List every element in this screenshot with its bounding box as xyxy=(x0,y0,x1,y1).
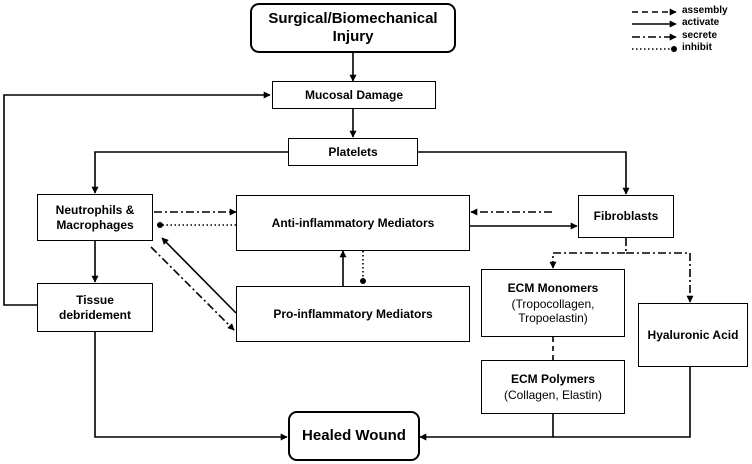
edge-platelets-neutrophils xyxy=(91,151,288,194)
edge-hyaluronic-healed xyxy=(553,367,691,438)
node-anti-inflammatory-title: Anti-inflammatory Mediators xyxy=(271,215,435,230)
edge-fibroblasts-ecm-mono xyxy=(549,238,627,269)
edge-tissue-mucosal xyxy=(3,91,271,306)
node-pro-inflammatory-title: Pro-inflammatory Mediators xyxy=(273,306,433,321)
node-fibroblasts-title: Fibroblasts xyxy=(593,209,659,224)
node-neutrophils-title: Neutrophils & Macrophages xyxy=(55,203,135,232)
edge-pro-neutrophils xyxy=(161,237,237,314)
legend-label-inhibit: inhibit xyxy=(682,42,712,53)
edge-ecm-poly-healed xyxy=(419,414,554,441)
node-hyaluronic-title: Hyaluronic Acid xyxy=(647,327,739,342)
node-pro-inflammatory: Pro-inflammatory Mediators xyxy=(236,286,470,342)
node-ecm-monomers-title: ECM Monomers xyxy=(507,280,599,295)
edge-fibroblasts-hyaluronic xyxy=(626,252,694,303)
node-fibroblasts: Fibroblasts xyxy=(578,195,674,238)
node-tissue-title: Tissue debridement xyxy=(58,293,131,322)
node-healed-title: Healed Wound xyxy=(302,427,406,444)
node-injury: Surgical/Biomechanical Injury xyxy=(250,3,456,53)
node-mucosal-damage: Mucosal Damage xyxy=(272,81,436,109)
edge-neutrophils-pro xyxy=(150,246,235,331)
node-ecm-polymers-title: ECM Polymers xyxy=(510,371,596,386)
legend-label-assembly: assembly xyxy=(682,5,728,16)
legend-label-secrete: secrete xyxy=(682,30,718,41)
node-injury-title: Surgical/Biomechanical Injury xyxy=(268,10,438,45)
legend xyxy=(632,8,677,52)
node-anti-inflammatory: Anti-inflammatory Mediators xyxy=(236,195,470,251)
node-platelets: Platelets xyxy=(288,138,418,166)
node-ecm-monomers-subtitle: (Tropocollagen, Tropoelastin) xyxy=(511,296,595,326)
edge-platelets-fibroblasts xyxy=(418,151,630,195)
node-ecm-polymers-subtitle: (Collagen, Elastin) xyxy=(503,388,603,402)
node-healed-wound: Healed Wound xyxy=(288,411,420,461)
legend-label-activate: activate xyxy=(682,17,720,28)
node-tissue-debridement: Tissue debridement xyxy=(37,283,153,332)
node-neutrophils-macrophages: Neutrophils & Macrophages xyxy=(37,194,153,241)
node-ecm-polymers: ECM Polymers (Collagen, Elastin) xyxy=(481,360,625,414)
node-ecm-monomers: ECM Monomers (Tropocollagen, Tropoelasti… xyxy=(481,269,625,337)
edge-tissue-healed xyxy=(94,332,288,441)
node-platelets-title: Platelets xyxy=(328,144,378,159)
node-hyaluronic-acid: Hyaluronic Acid xyxy=(638,303,748,367)
node-mucosal-damage-title: Mucosal Damage xyxy=(304,87,404,102)
